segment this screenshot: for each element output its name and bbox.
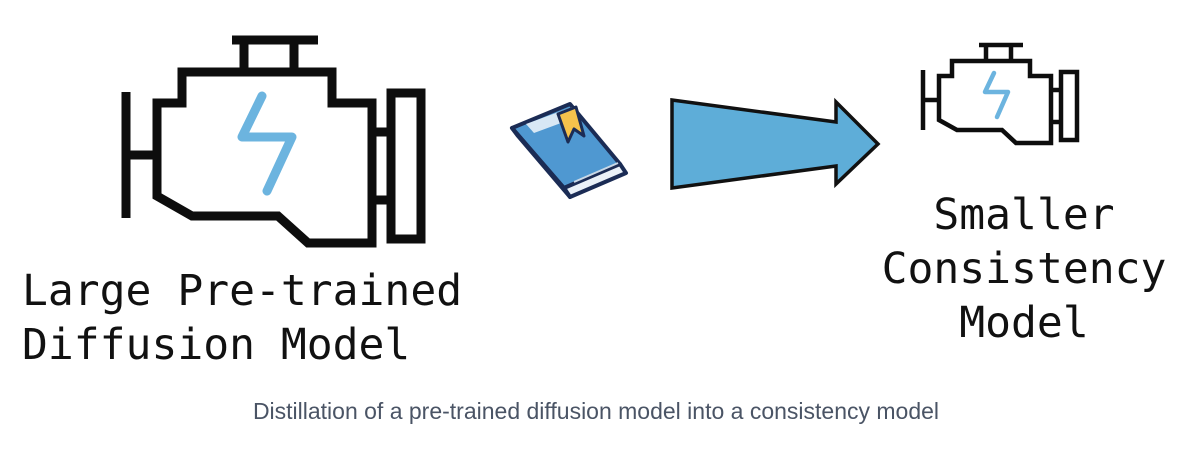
small-engine-icon bbox=[920, 42, 1080, 146]
figure-caption: Distillation of a pre-trained diffusion … bbox=[252, 398, 940, 424]
arrow-right-icon bbox=[670, 97, 881, 191]
source-model-label: Large Pre-trained Diffusion Model bbox=[22, 266, 463, 370]
book-icon bbox=[510, 102, 628, 199]
large-engine-icon bbox=[121, 35, 426, 248]
target-model-label: Smaller Consistency Model bbox=[881, 190, 1167, 348]
